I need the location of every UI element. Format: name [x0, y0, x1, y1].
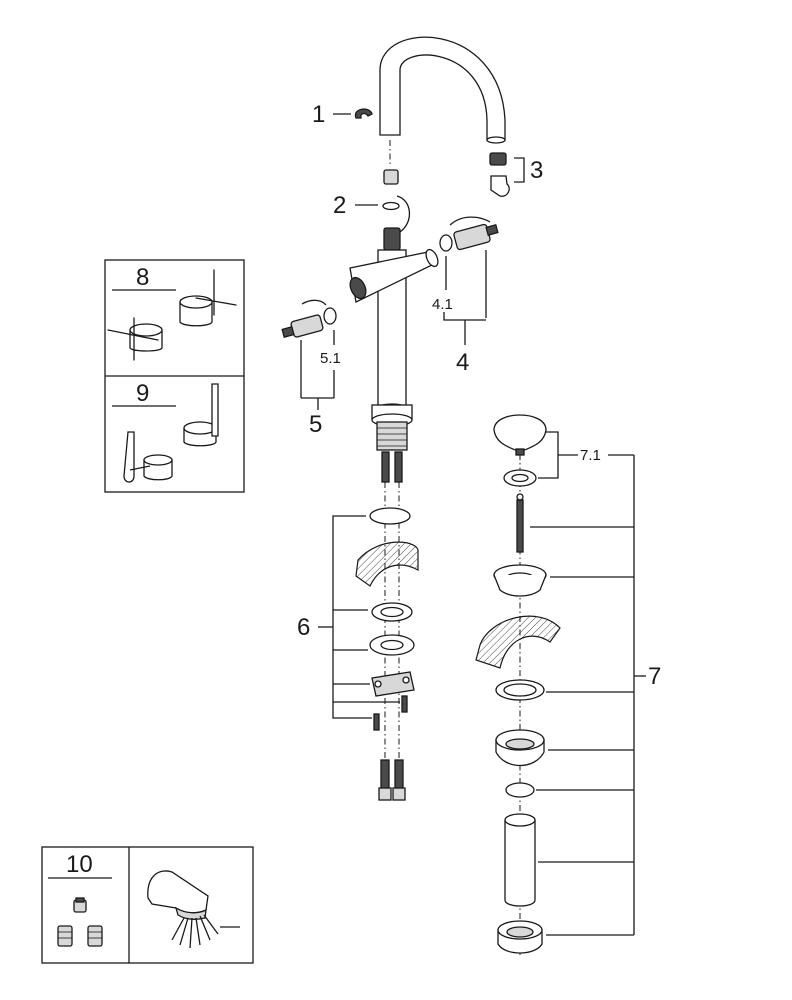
- cross-handles-part-8: [107, 269, 237, 361]
- callout-1: 1: [312, 101, 325, 128]
- aerator-kit-part-10: [57, 897, 103, 947]
- callout-7: 7: [648, 663, 661, 690]
- callout-10: 10: [66, 851, 93, 878]
- clip-part-1: [354, 108, 373, 119]
- faucet-body: [349, 248, 439, 427]
- spout-tip-detail: [147, 870, 240, 949]
- spout: [379, 36, 506, 144]
- cartridge-part-5: [281, 307, 337, 338]
- callout-5: 5: [309, 411, 322, 438]
- callout-8: 8: [136, 264, 149, 291]
- body-thread: [383, 227, 401, 251]
- callout-4-1: 4.1: [432, 296, 453, 313]
- callout-9: 9: [136, 380, 149, 407]
- handle-options-box: [104, 259, 245, 493]
- callout-6: 6: [297, 614, 310, 641]
- cartridge-part-4: [439, 223, 499, 252]
- drain-assembly-part-7: [475, 414, 561, 954]
- aerator-kit-box: [41, 846, 254, 964]
- lever-handles-part-9: [123, 383, 219, 483]
- nut-part-2: [382, 169, 400, 211]
- callout-7-1: 7.1: [580, 447, 601, 464]
- supply-hoses-lower: [378, 759, 406, 801]
- aerator-part-3: [489, 152, 510, 197]
- mounting-set-part-6: [355, 507, 419, 731]
- callout-4: 4: [456, 349, 469, 376]
- callout-2: 2: [333, 192, 346, 219]
- callout-3: 3: [530, 157, 543, 184]
- callout-5-1: 5.1: [320, 350, 341, 367]
- supply-hoses-upper: [381, 451, 403, 483]
- mounting-thread: [376, 421, 408, 451]
